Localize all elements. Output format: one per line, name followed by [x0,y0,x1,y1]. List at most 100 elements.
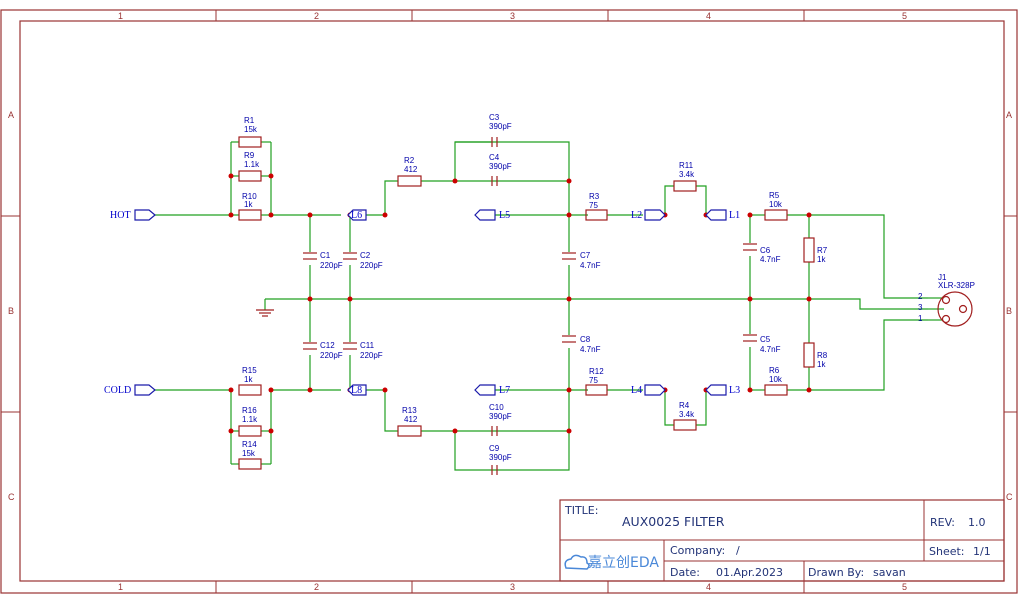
net-port-l2[interactable]: L2 [631,209,666,221]
sheet-frame: 1 2 3 4 5 1 2 3 4 5 A B C A B C [0,9,1018,594]
r7-ref: R7 [817,246,828,255]
zone-row-b-right: B [1006,306,1012,316]
resistor-r14[interactable] [238,458,262,470]
capacitor-c8[interactable] [562,335,576,343]
net-port-l1[interactable]: L1 [705,209,740,221]
capacitor-c9[interactable] [491,465,498,475]
net-port-l7[interactable]: L7 [474,384,510,396]
capacitor-c7[interactable] [562,252,576,260]
c6-value: 4.7nF [760,255,781,264]
net-port-l8-label: L8 [351,385,362,396]
r8-value: 1k [817,360,826,369]
zone-col-5-top: 5 [902,11,907,21]
resistor-r13[interactable] [397,425,422,437]
resistor-r9[interactable] [238,170,262,182]
net-port-l6[interactable]: L6 [347,209,367,221]
resistor-r7[interactable] [803,237,815,263]
net-port-l6-label: L6 [351,210,362,221]
c12-ref: C12 [320,341,335,350]
r9-value: 1.1k [244,160,260,169]
r12-ref: R12 [589,367,604,376]
c1-value: 220pF [320,261,343,270]
resistor-r6[interactable] [764,384,788,396]
net-port-l2-label: L2 [631,210,642,221]
resistor-r11[interactable] [673,180,697,192]
capacitor-c10[interactable] [491,426,498,436]
zone-col-4-top: 4 [706,11,711,21]
c11-value: 220pF [360,351,383,360]
net-flag-cold[interactable]: COLD [104,384,156,396]
r14-value: 15k [242,449,256,458]
c7-value: 4.7nF [580,261,601,270]
capacitor-c2[interactable] [343,252,357,260]
r1-value: 15k [244,125,258,134]
rev-label: REV: [930,516,955,529]
r2-ref: R2 [404,156,415,165]
c3-ref: C3 [489,113,500,122]
j1-pin-3: 3 [918,303,923,312]
resistor-r1[interactable] [238,136,262,148]
c9-value: 390pF [489,453,512,462]
wires [155,141,928,471]
c10-ref: C10 [489,403,504,412]
c2-ref: C2 [360,251,371,260]
resistor-r12[interactable] [585,384,608,396]
r6-value: 10k [769,375,783,384]
title-label: TITLE: [564,504,598,517]
zone-col-3-top: 3 [510,11,515,21]
r3-ref: R3 [589,192,600,201]
title-value: AUX0025 FILTER [622,514,725,529]
net-port-l4[interactable]: L4 [631,384,666,396]
net-flag-hot[interactable]: HOT [110,209,156,221]
capacitor-c12[interactable] [303,342,317,350]
resistor-r16[interactable] [238,425,262,437]
net-flag-hot-label: HOT [110,210,131,221]
resistor-r10[interactable] [238,209,262,221]
c11-ref: C11 [360,341,375,350]
zone-col-3-bottom: 3 [510,582,515,592]
c2-value: 220pF [360,261,383,270]
resistor-r3[interactable] [585,209,608,221]
date-value: 01.Apr.2023 [716,566,783,579]
r12-value: 75 [589,376,598,385]
r7-value: 1k [817,255,826,264]
r9-ref: R9 [244,151,255,160]
capacitor-c1[interactable] [303,252,317,260]
c8-value: 4.7nF [580,345,601,354]
sheet-value: 1/1 [973,545,991,558]
resistor-r5[interactable] [764,209,788,221]
capacitor-c5[interactable] [743,334,757,342]
net-port-l8[interactable]: L8 [347,384,367,396]
company-label: Company: [670,544,725,557]
r16-ref: R16 [242,406,257,415]
zone-col-1-top: 1 [118,11,123,21]
r4-ref: R4 [679,401,690,410]
capacitor-c4[interactable] [491,176,498,186]
resistor-r15[interactable] [238,384,262,396]
c6-ref: C6 [760,246,771,255]
zone-row-c-right: C [1006,492,1013,502]
r13-ref: R13 [402,406,417,415]
capacitor-c3[interactable] [455,137,498,147]
c4-value: 390pF [489,162,512,171]
sheet-label: Sheet: [929,545,965,558]
capacitor-c6[interactable] [743,243,757,251]
zone-row-c-left: C [8,492,15,502]
r4-value: 3.4k [679,410,695,419]
drawn-by-value: savan [873,566,906,579]
r3-value: 75 [589,201,598,210]
net-port-l3-label: L3 [729,385,740,396]
c7-ref: C7 [580,251,591,260]
resistor-r4[interactable] [673,419,697,431]
xlr-connector-j1[interactable]: J1 XLR-328P 2 3 1 [918,273,975,327]
resistor-r8[interactable] [803,342,815,368]
resistor-r2[interactable] [397,175,422,187]
capacitor-c11[interactable] [343,342,357,350]
zone-col-1-bottom: 1 [118,582,123,592]
r13-value: 412 [404,415,418,424]
c8-ref: C8 [580,335,591,344]
rev-value: 1.0 [968,516,986,529]
net-port-l3[interactable]: L3 [705,384,740,396]
net-port-l5[interactable]: L5 [474,209,510,221]
